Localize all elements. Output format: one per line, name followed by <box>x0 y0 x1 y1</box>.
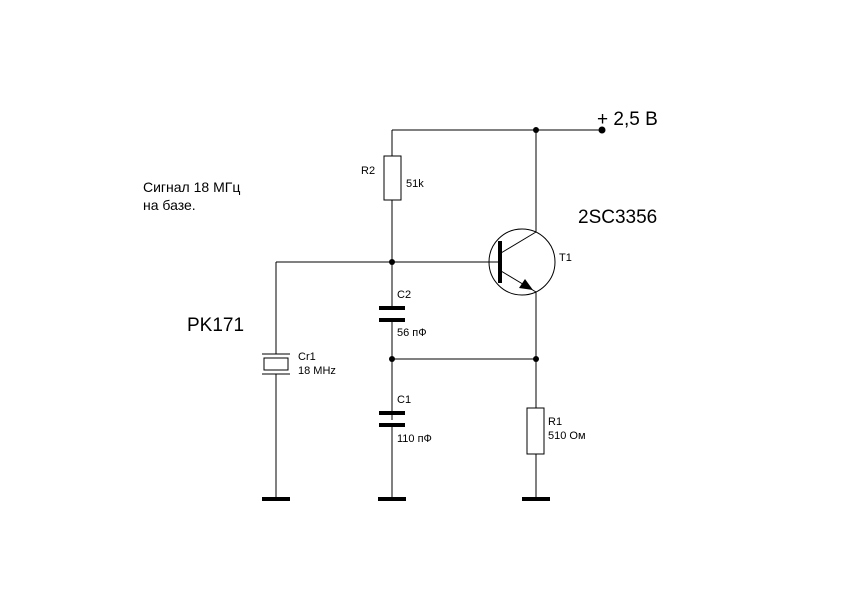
signal-note-line1: Сигнал 18 МГц <box>143 179 240 195</box>
signal-note: Сигнал 18 МГц на базе. <box>143 179 240 213</box>
junction-dot <box>533 356 539 362</box>
r2-value-label: 51k <box>406 178 424 190</box>
junction-dot <box>389 259 395 265</box>
crystal-body <box>263 357 289 371</box>
crystal-ref-label: Cr1 <box>298 351 316 363</box>
crystal-value-label: 18 MHz <box>298 365 336 377</box>
signal-note-line2: на базе. <box>143 197 196 213</box>
capacitor-c1: C1 110 пФ <box>379 394 432 445</box>
junctions <box>389 126 606 362</box>
transistor-part-label: 2SC3356 <box>578 207 657 228</box>
resistor-r2: R2 51k <box>361 155 424 201</box>
t1-ref-label: T1 <box>559 252 572 264</box>
transistor-collector-lead <box>500 231 537 254</box>
c1-ref-label: C1 <box>397 394 411 406</box>
crystal-part-label: PK171 <box>187 315 244 336</box>
resistor-r2-body <box>383 155 402 201</box>
supply-terminal-dot <box>598 126 606 134</box>
resistor-r1-body <box>526 407 545 455</box>
emitter-arrow-icon <box>519 279 533 290</box>
supply-voltage-label: + 2,5 В <box>597 109 658 130</box>
transistor-t1: T1 2SC3356 <box>488 207 657 296</box>
junction-dot <box>533 127 539 133</box>
capacitor-c2: C2 56 пФ <box>379 289 427 339</box>
c1-value-label: 110 пФ <box>397 433 432 445</box>
junction-dot <box>389 356 395 362</box>
transistor-envelope <box>488 228 556 296</box>
c2-ref-label: C2 <box>397 289 411 301</box>
r1-ref-label: R1 <box>548 416 562 428</box>
crystal-cr1: Cr1 18 MHz PK171 <box>187 315 336 377</box>
resistor-r1: R1 510 Ом <box>526 407 586 455</box>
c2-value-label: 56 пФ <box>397 327 427 339</box>
wires <box>275 129 602 498</box>
r1-value-label: 510 Ом <box>548 430 586 442</box>
r2-ref-label: R2 <box>361 165 375 177</box>
